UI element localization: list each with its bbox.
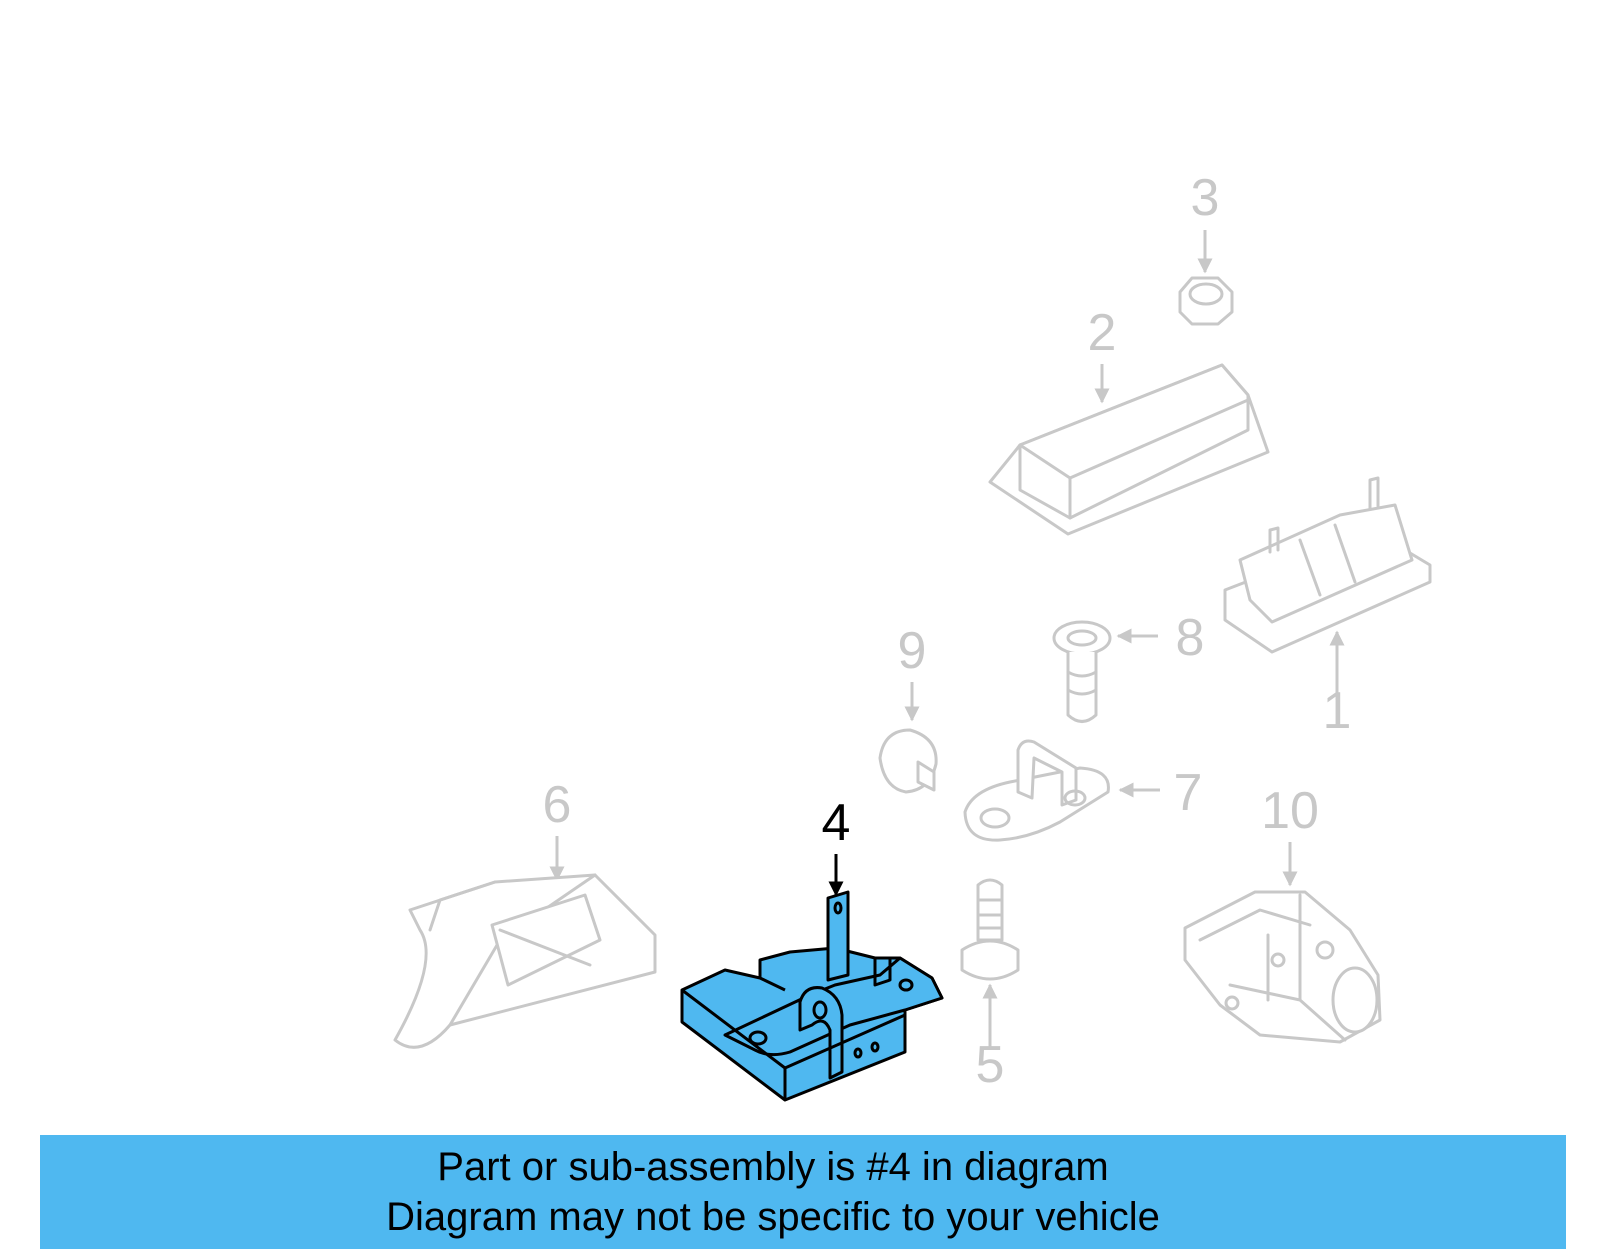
bracket-rib [498,928,592,967]
bracket-window [490,893,602,987]
callout-9: 9 [898,622,927,680]
callout-7: 7 [1174,764,1203,822]
info-banner: Part or sub-assembly is #4 in diagram Di… [40,1135,1566,1249]
striker-hole-left [979,807,1011,829]
bolt-shank [976,878,1004,942]
callout-8: 8 [1176,609,1205,667]
part-3-nut: 3 [1178,169,1234,326]
banner-line-2: Diagram may not be specific to your vehi… [386,1195,1160,1239]
bolt-threads [976,898,1004,930]
screw-threads [1066,670,1098,696]
striker-hole-right [1063,789,1087,807]
part-8-screw: 8 [1052,609,1205,723]
part-4-sensor[interactable]: 4 [680,794,944,1102]
callout-5: 5 [976,1036,1005,1094]
callout-2: 2 [1088,304,1117,362]
sensor-flange-hole-left [748,1030,768,1046]
banner-line-1: Part or sub-assembly is #4 in diagram [437,1145,1109,1189]
callout-3: 3 [1191,169,1220,227]
cover-top [1018,363,1250,520]
part-10-actuator: 10 [1183,782,1382,1044]
striker-plate [963,766,1110,842]
sensor-flange-hole-right [898,978,914,992]
striker-loop [1016,739,1078,807]
switch-details [1268,476,1380,597]
sensor-edges [681,958,906,1100]
actuator-body [1183,890,1382,1044]
callout-1: 1 [1323,682,1352,740]
callout-6: 6 [543,776,572,834]
bolt-flange [960,939,1020,981]
part-6-bracket: 6 [393,776,657,1049]
screw-recess [1066,629,1098,647]
sensor-tab [826,890,850,982]
sensor-pin-2 [870,1041,880,1053]
nut-hole [1188,282,1224,306]
cover-side [1018,443,1072,480]
switch-body [1238,503,1414,624]
clip-stem [916,760,936,792]
part-5-bolt: 5 [960,878,1020,1094]
part-9-clip: 9 [878,622,938,794]
actuator-hole-1 [1315,940,1335,960]
screw-shank [1066,652,1098,723]
callout-10: 10 [1261,782,1319,840]
sensor-bracket-hole [812,1000,828,1020]
parts-diagram: 3 2 1 8 9 [393,169,1432,1102]
actuator-motor [1331,966,1379,1034]
actuator-hole-3 [1224,995,1240,1011]
part-1-switch: 1 [1223,476,1432,740]
part-7-striker: 7 [963,739,1203,842]
sensor-pin-1 [853,1047,863,1059]
sensor-bracket [798,986,844,1080]
screw-head [1052,620,1112,656]
actuator-hole-2 [1270,952,1286,968]
callout-4: 4 [822,794,851,852]
sensor-tab-hole [833,901,843,915]
actuator-edges [1198,893,1347,1042]
part-2-cover: 2 [988,304,1270,536]
